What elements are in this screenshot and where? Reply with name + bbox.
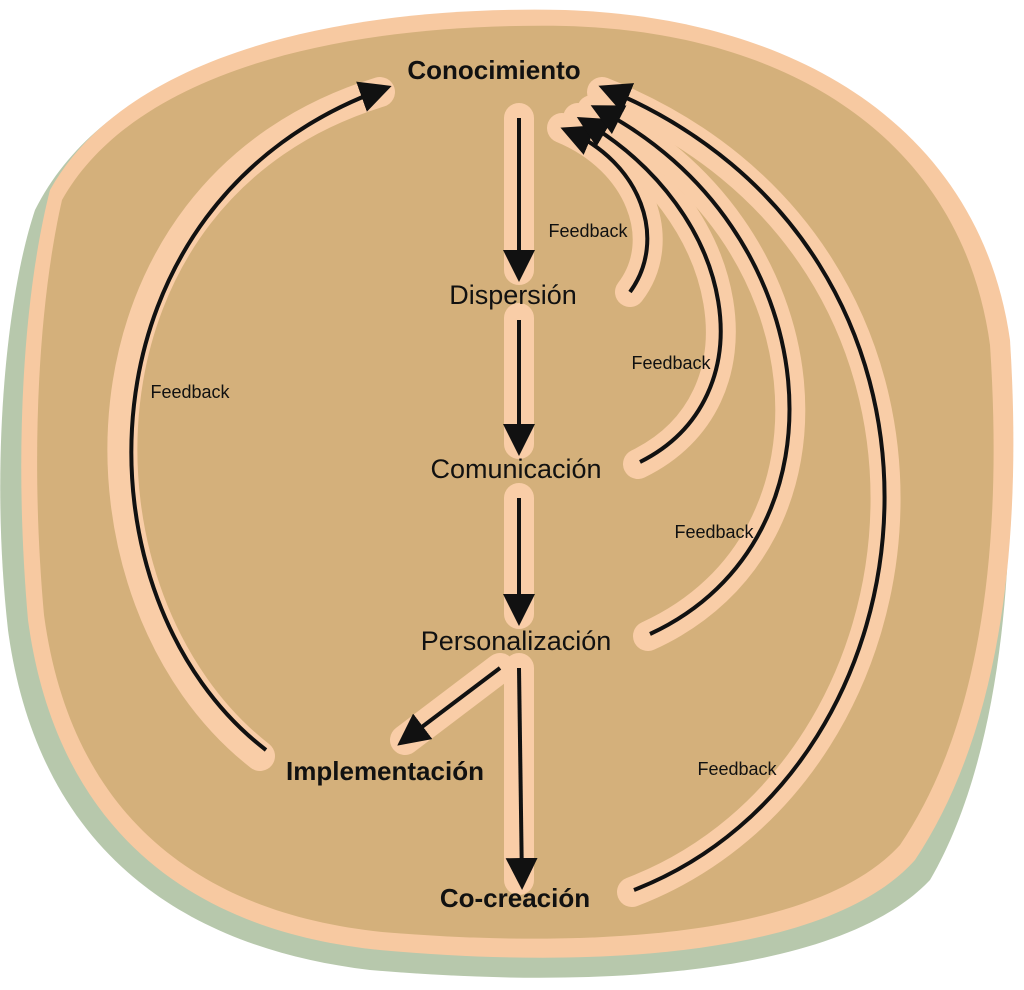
node-personalizacion: Personalización — [421, 626, 612, 656]
arrow-implementacion-to-conocimiento — [129, 81, 392, 752]
arrows — [129, 81, 887, 892]
feedback-arrow-personalizacion — [590, 105, 792, 636]
feedback-label-cocreacion: Feedback — [697, 759, 777, 779]
feedback-label-comunicacion: Feedback — [631, 353, 711, 373]
node-conocimiento: Conocimiento — [407, 55, 580, 85]
feedback-label-left: Feedback — [150, 382, 230, 402]
feedback-label-personalizacion: Feedback — [674, 522, 754, 542]
arrow-personalizacion-to-cocreacion — [505, 667, 538, 890]
node-implementacion: Implementación — [286, 756, 484, 786]
node-dispersion: Dispersión — [449, 280, 577, 310]
node-comunicacion: Comunicación — [430, 454, 601, 484]
node-cocreacion: Co-creación — [440, 883, 590, 913]
arrow-personalizacion-to-implementacion — [397, 666, 502, 746]
feedback-arrow-cocreacion — [598, 83, 887, 892]
feedback-label-dispersion: Feedback — [548, 221, 628, 241]
feedback-arrow-comunicacion — [576, 116, 723, 464]
